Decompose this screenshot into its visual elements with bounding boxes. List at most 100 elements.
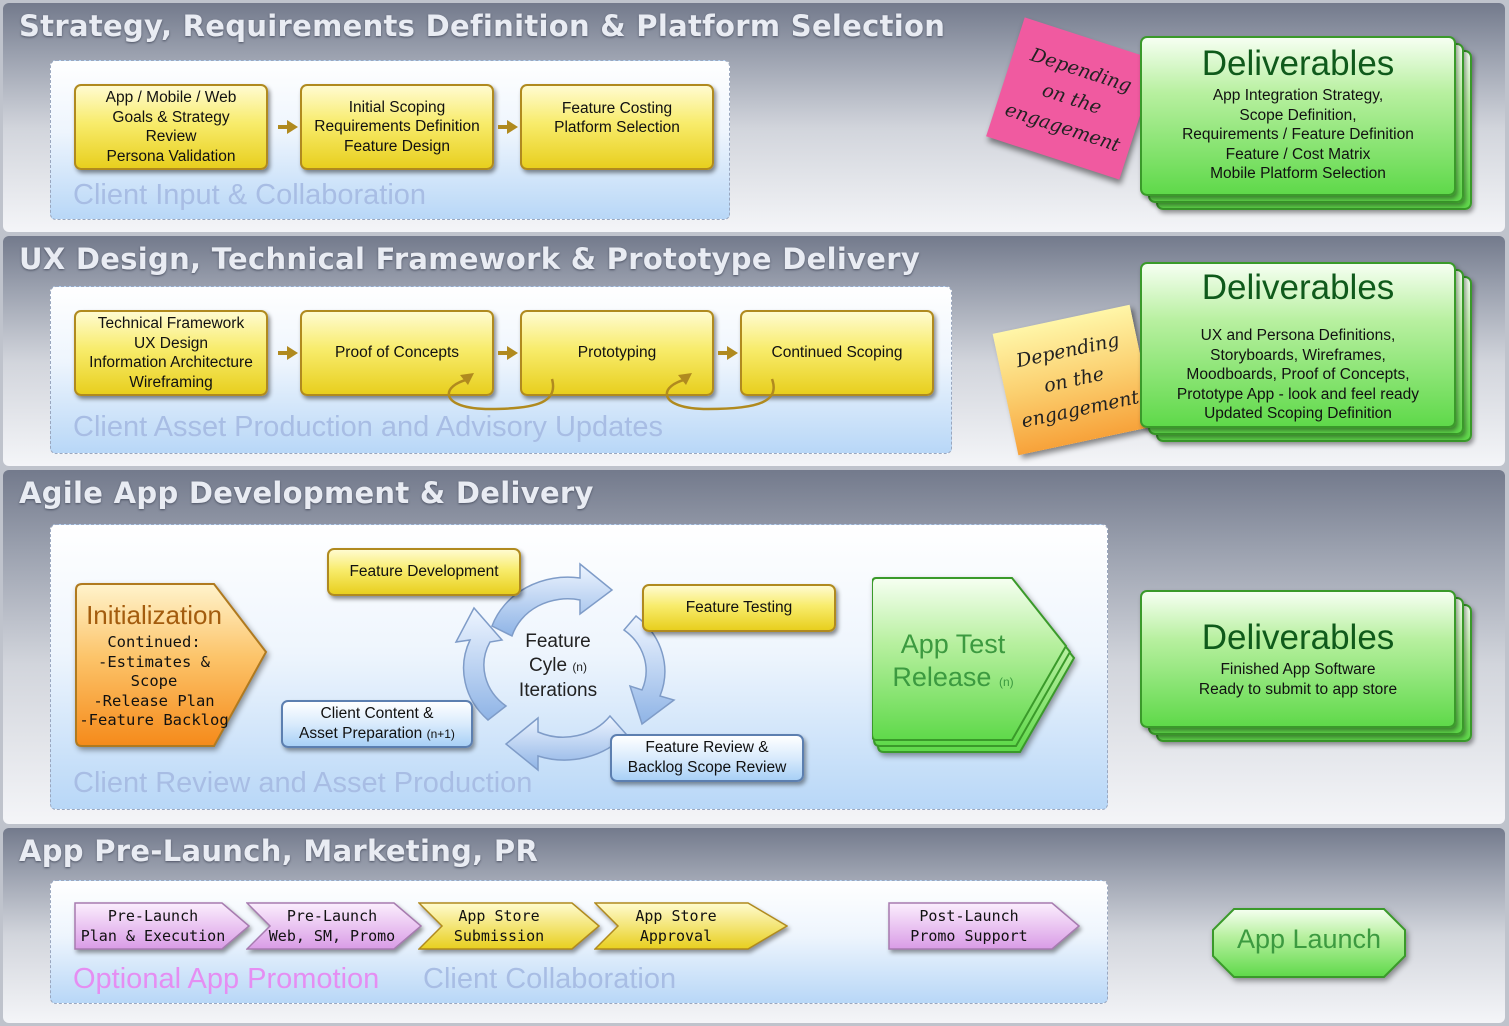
box-line: Information Architecture xyxy=(89,354,253,371)
chevron-line: Post-Launch xyxy=(919,907,1019,925)
box-line: Wireframing xyxy=(129,373,213,391)
chevron-shape xyxy=(246,902,422,950)
panel-caption: Client Asset Production and Advisory Upd… xyxy=(73,411,663,443)
octagon-shape xyxy=(1212,908,1406,978)
band-title: Strategy, Requirements Definition & Plat… xyxy=(19,9,946,43)
deliverable-line: App Integration Strategy, xyxy=(1212,87,1384,104)
cycle-line: Feature xyxy=(525,631,591,652)
init-line: -Feature Backlog xyxy=(79,711,229,729)
deliverables-card: Deliverables App Integration Strategy, Sc… xyxy=(1140,36,1456,196)
app-test-line: App Test xyxy=(900,629,1006,659)
chevron-shape xyxy=(74,902,250,950)
band-title: Agile App Development & Delivery xyxy=(19,476,594,510)
deliverable-line: Requirements / Feature Definition xyxy=(1182,126,1414,143)
box-label: Feature Testing xyxy=(685,599,793,617)
init-line: Continued: xyxy=(107,633,201,651)
caption-client-collaboration: Client Collaboration xyxy=(423,963,677,995)
caption-optional-promotion: Optional App Promotion xyxy=(73,963,380,995)
chevron-line: Pre-Launch xyxy=(286,907,378,925)
app-test-release[interactable]: App Test Release (n) xyxy=(872,576,1078,756)
deliverables-strategy: Deliverables App Integration Strategy, Sc… xyxy=(1140,36,1474,212)
deliverable-line: Scope Definition, xyxy=(1239,106,1357,124)
app-test-count: (n) xyxy=(998,675,1014,689)
chevron-shape xyxy=(418,902,600,950)
panel-caption: Client Input & Collaboration xyxy=(73,179,427,211)
deliverables-card: Deliverables UX and Persona Definitions,… xyxy=(1140,262,1456,428)
chevron-shape xyxy=(594,902,788,950)
initialization-shape xyxy=(75,583,268,747)
deliverables-ux: Deliverables UX and Persona Definitions,… xyxy=(1140,262,1474,442)
flow-arrow xyxy=(498,120,518,134)
deliverables-text: App Integration Strategy, Scope Definitio… xyxy=(1142,86,1454,184)
box-line: Requirements Definition xyxy=(314,118,480,136)
app-test-shape xyxy=(872,577,1076,753)
deliverable-line: Storyboards, Wireframes, xyxy=(1210,346,1386,364)
chevron-line: Approval xyxy=(639,927,713,945)
deliverables-text: UX and Persona Definitions, Storyboards, … xyxy=(1142,326,1454,424)
chevron-line: Plan & Execution xyxy=(80,927,226,945)
flow-arrow xyxy=(278,346,298,360)
deliverable-line: Feature / Cost Matrix xyxy=(1225,145,1371,163)
initialization-title: Initialization xyxy=(86,600,222,630)
deliverable-line: UX and Persona Definitions, xyxy=(1200,327,1396,344)
deliverable-line: Mobile Platform Selection xyxy=(1210,165,1386,182)
chevron-line: App Store xyxy=(458,907,540,925)
deliverables-title: Deliverables xyxy=(1201,44,1395,83)
box-line: Client Content & xyxy=(320,705,434,722)
box-count: (n+1) xyxy=(426,727,455,741)
box-line: Technical Framework xyxy=(97,315,245,332)
deliverable-line: Moodboards, Proof of Concepts, xyxy=(1186,366,1410,383)
box-line: Asset Preparation xyxy=(299,725,423,742)
box-label: Prototyping xyxy=(577,344,657,362)
init-line: -Estimates & Scope xyxy=(98,652,210,691)
cycle-line: Cyle xyxy=(529,655,568,676)
deliverable-line: Updated Scoping Definition xyxy=(1204,405,1392,422)
init-line: -Release Plan xyxy=(93,691,215,710)
deliverable-line: Ready to submit to app store xyxy=(1198,680,1398,698)
cycle-line: Iterations xyxy=(518,680,598,701)
initialization-step[interactable]: Initialization Continued:-Estimates & Sc… xyxy=(74,582,270,750)
feature-development-box[interactable]: Feature Development xyxy=(327,548,521,596)
box-line: Platform Selection xyxy=(554,119,680,136)
chevron-line: Web, SM, Promo xyxy=(268,927,396,945)
band-title: App Pre-Launch, Marketing, PR xyxy=(19,834,539,868)
box-line: Feature Review & xyxy=(645,739,769,756)
chevron-line: Promo Support xyxy=(910,927,1028,945)
box-line: Backlog Scope Review xyxy=(627,759,787,776)
box-label: Feature Development xyxy=(349,563,499,581)
flow-arrow xyxy=(498,346,518,360)
chevron-line: Pre-Launch xyxy=(107,907,199,925)
deliverables-title: Deliverables xyxy=(1201,618,1395,657)
flow-arrow xyxy=(278,120,298,134)
deliverable-line: Prototype App - look and feel ready xyxy=(1176,385,1420,403)
app-test-line: Release xyxy=(892,662,992,692)
cycle-count: (n) xyxy=(572,660,587,674)
app-launch-label: App Launch xyxy=(1236,924,1382,954)
box-label: Continued Scoping xyxy=(771,344,903,362)
client-content-box[interactable]: Client Content & Asset Preparation (n+1) xyxy=(281,700,473,748)
chevron-line: App Store xyxy=(635,907,717,925)
box-line: App / Mobile / Web xyxy=(105,89,237,106)
feature-cycle-label: Feature Cyle (n) Iterations xyxy=(498,630,618,703)
app-launch-octagon[interactable]: App Launch xyxy=(1212,908,1406,978)
panel-caption: Client Review and Asset Production xyxy=(73,767,533,799)
iteration-loops xyxy=(447,373,775,411)
chevron-shape xyxy=(888,902,1080,950)
deliverables-title: Deliverables xyxy=(1201,268,1395,307)
feature-testing-box[interactable]: Feature Testing xyxy=(642,584,836,632)
box-line: Initial Scoping xyxy=(348,98,446,116)
chevron-line: Submission xyxy=(453,927,545,945)
feature-review-box[interactable]: Feature Review & Backlog Scope Review xyxy=(610,734,804,782)
